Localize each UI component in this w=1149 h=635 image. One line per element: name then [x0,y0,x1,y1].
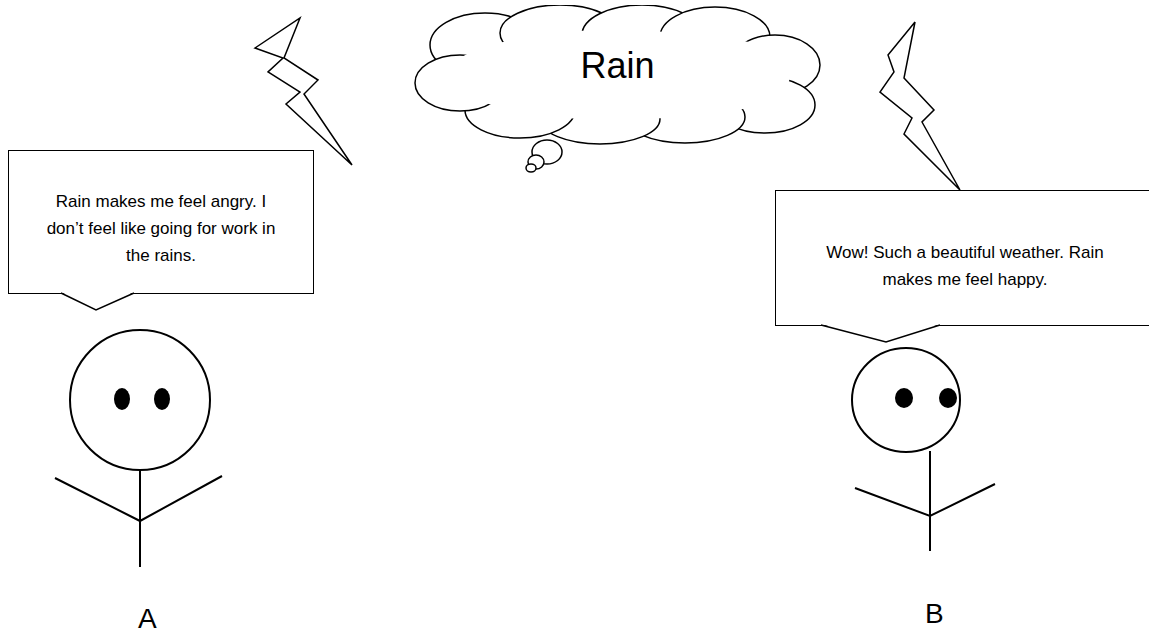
bubble-tail [61,293,134,310]
thought-cloud: Rain [410,5,825,145]
lightning-bolt [255,18,352,165]
figure-label: A [138,603,157,635]
speech-text: Rain makes me feel angry. I don’t feel l… [41,188,281,269]
figure-body [139,470,141,567]
figure-eye [895,388,913,408]
figure-head [852,348,960,452]
bubble-tail-fill [61,292,134,310]
cloud-text: Rain [580,45,654,87]
lightning-bolt [880,22,960,190]
speech-bubble: Rain makes me feel angry. I don’t feel l… [8,150,314,294]
bubble-tail-fill [821,324,940,342]
figure-eye [154,388,170,410]
figure-eye [939,388,957,408]
figure-body [929,451,931,551]
bubble-tail [821,325,940,342]
figure-label: B [925,598,944,630]
figure-arms [855,484,995,516]
cloud-fill [450,45,570,105]
speech-text: Wow! Such a beautiful weather. Rain make… [815,239,1115,293]
thought-bubble [526,164,536,172]
cloud-fill [670,40,790,110]
figure-head [70,330,210,470]
speech-bubble: Wow! Such a beautiful weather. Rain make… [775,190,1149,326]
figure-arms [55,476,222,521]
figure-eye [114,388,130,410]
